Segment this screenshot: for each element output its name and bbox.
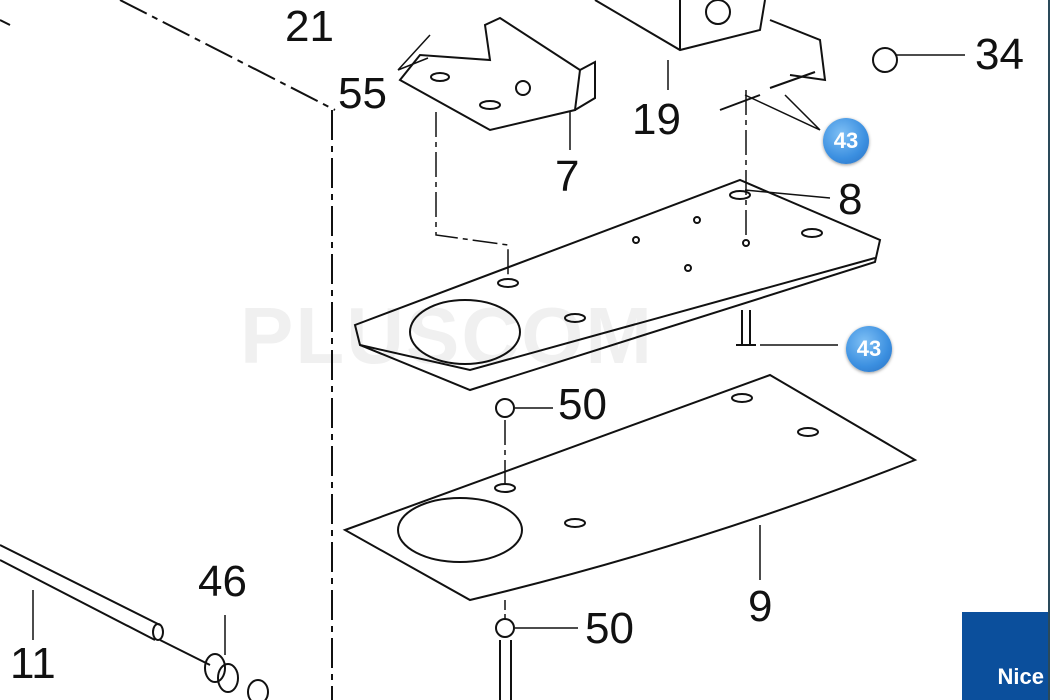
spring-part-46 bbox=[204, 653, 269, 700]
callout-50: 50 bbox=[585, 604, 634, 653]
callout-55: 55 bbox=[338, 69, 387, 118]
callout-34: 34 bbox=[975, 30, 1024, 79]
part-43-hotspot[interactable]: 43 bbox=[823, 118, 869, 164]
circlip-part-34 bbox=[872, 47, 898, 73]
callout-50: 50 bbox=[558, 380, 607, 429]
callout-9: 9 bbox=[748, 582, 773, 631]
nut-50 bbox=[495, 398, 515, 418]
plate-part-9 bbox=[342, 373, 918, 602]
part-43-hotspot[interactable]: 43 bbox=[846, 326, 892, 372]
callout-19: 19 bbox=[632, 95, 681, 144]
callout-21: 21 bbox=[285, 2, 334, 51]
logo-text: Nice bbox=[997, 664, 1044, 689]
callout-7: 7 bbox=[555, 152, 580, 201]
plate-part-8 bbox=[353, 178, 882, 392]
frame-border bbox=[1048, 0, 1050, 700]
nut-50 bbox=[495, 618, 515, 638]
callout-11: 11 bbox=[10, 639, 56, 688]
callout-46: 46 bbox=[198, 557, 247, 606]
nice-logo: Nice bbox=[962, 612, 1050, 700]
bracket-part-7 bbox=[398, 16, 596, 132]
housing-edge bbox=[119, 0, 336, 111]
callout-8: 8 bbox=[838, 175, 863, 224]
rod-part-11 bbox=[0, 544, 161, 641]
watermark: PLUSCOM bbox=[240, 291, 654, 380]
